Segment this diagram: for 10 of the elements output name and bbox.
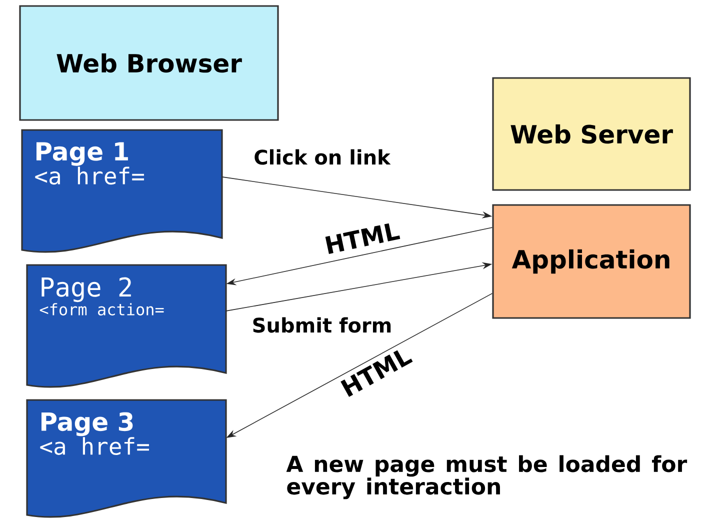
browser-box: Web Browser <box>19 5 279 121</box>
edge-label: Click on link <box>254 149 391 165</box>
page-document: Page 1 <a href= <box>21 129 223 253</box>
application-box: Application <box>492 204 691 319</box>
page-document: Page 3 <a href= <box>26 399 227 518</box>
edge-label: HTML <box>325 223 400 254</box>
edge-label: Submit form <box>253 317 391 333</box>
note-text: A new page must be loaded for every interaction <box>286 455 688 500</box>
page-document: Page 2 <form action= <box>26 264 227 388</box>
server-box: Web Server <box>492 77 691 191</box>
